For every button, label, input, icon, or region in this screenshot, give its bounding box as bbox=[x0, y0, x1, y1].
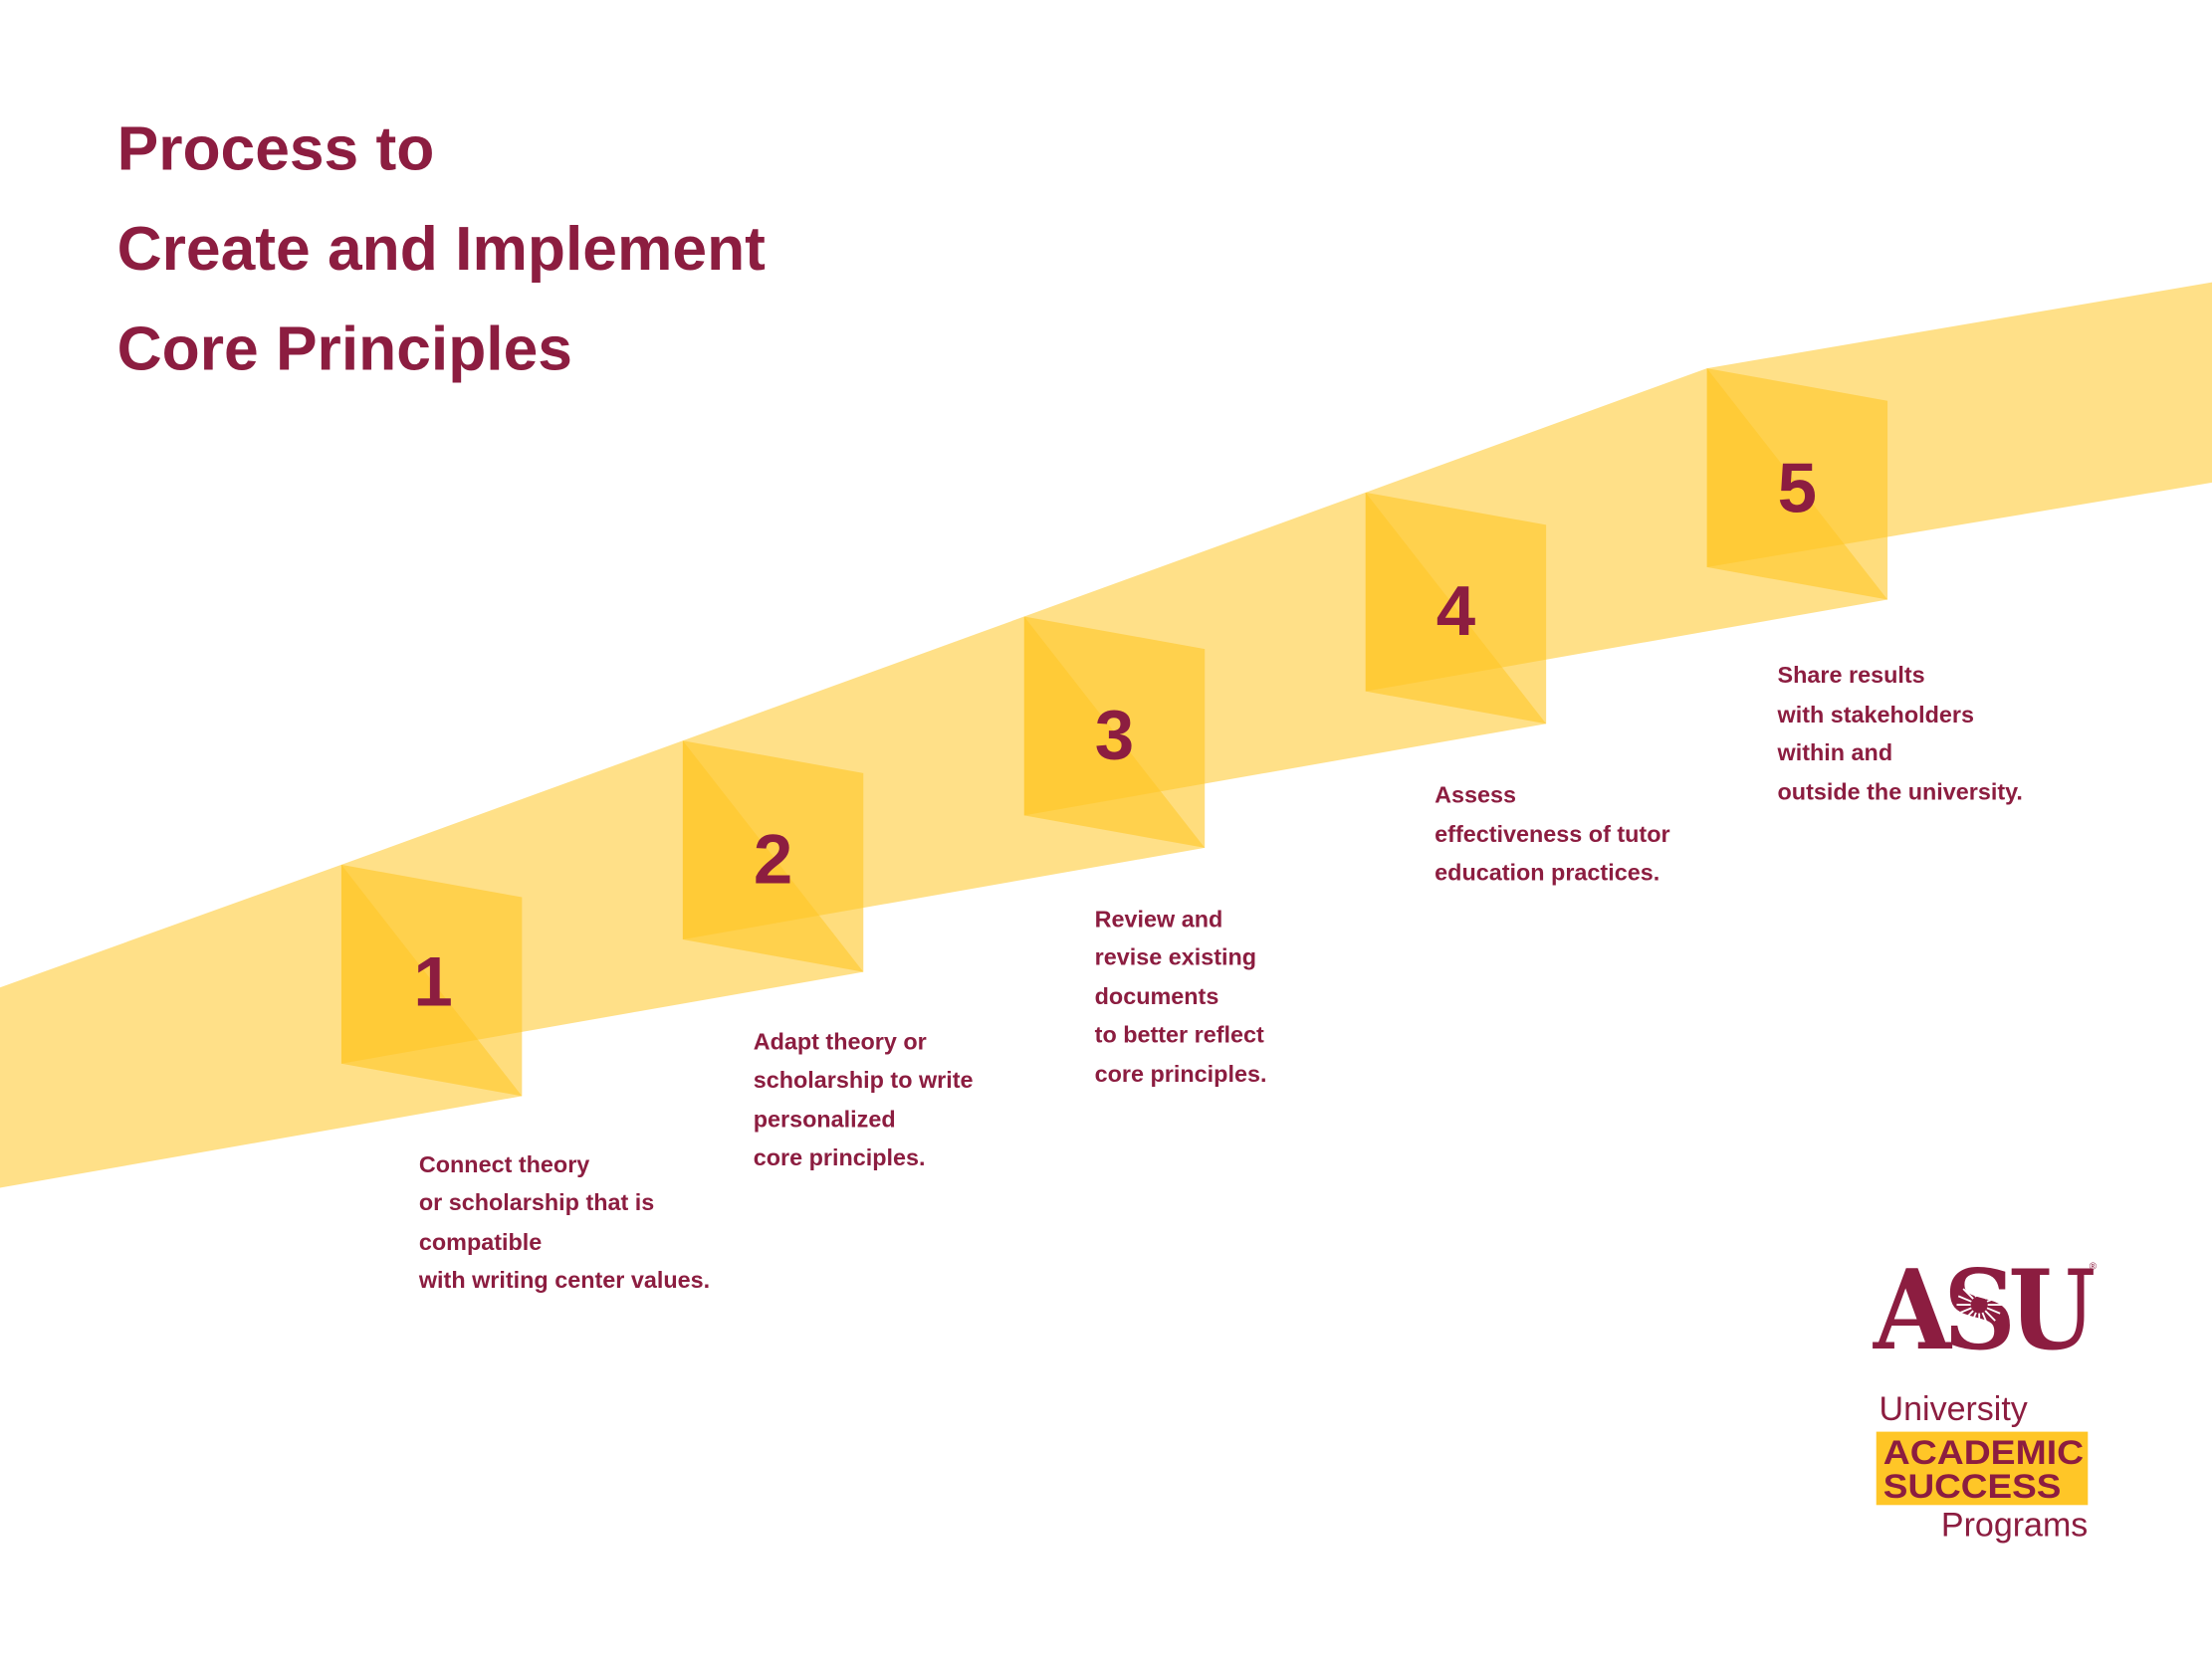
logo-university: University bbox=[1880, 1390, 2028, 1428]
step-3-line: documents bbox=[1095, 983, 1219, 1009]
sunburst-ray bbox=[1969, 1283, 1977, 1298]
step-5-line: outside the university. bbox=[1778, 779, 2023, 805]
logo-academic: ACADEMIC bbox=[1883, 1434, 2084, 1472]
step-2-line: Adapt theory or bbox=[754, 1029, 927, 1055]
step-box-2 bbox=[682, 740, 864, 972]
step-3-description: Review and revise existing documents to … bbox=[1095, 906, 1267, 1087]
sunburst-ray bbox=[1986, 1307, 2001, 1315]
step-1-line: or scholarship that is bbox=[419, 1189, 654, 1215]
step-5-line: Share results bbox=[1778, 662, 1925, 688]
sunburst-ray bbox=[1969, 1312, 1977, 1327]
asu-logo: ASU ® University ACADEMIC SUCCESS Progra… bbox=[1873, 1246, 2101, 1544]
title-line-2: Create and Implement bbox=[117, 215, 766, 284]
sunburst-ray bbox=[1981, 1283, 1989, 1298]
step-number-1: 1 bbox=[413, 943, 452, 1022]
sunburst-ray bbox=[1984, 1288, 1996, 1300]
step-5-description: Share results with stakeholders within a… bbox=[1777, 662, 2023, 805]
sunburst-icon bbox=[1956, 1282, 2002, 1328]
step-4-line: Assess bbox=[1435, 782, 1516, 808]
title-line-3: Core Principles bbox=[117, 315, 572, 384]
step-4-line: education practices. bbox=[1435, 860, 1659, 886]
step-4-line: effectiveness of tutor bbox=[1435, 821, 1669, 847]
step-1-line: Connect theory bbox=[419, 1151, 589, 1177]
step-box-3 bbox=[1023, 616, 1206, 848]
sunburst-ray bbox=[1962, 1288, 1974, 1300]
step-3-line: core principles. bbox=[1095, 1061, 1267, 1087]
step-3-line: to better reflect bbox=[1095, 1021, 1264, 1047]
page-title: Process to Create and Implement Core Pri… bbox=[117, 114, 766, 383]
step-2-line: scholarship to write bbox=[754, 1067, 974, 1093]
step-4-description: Assess effectiveness of tutor education … bbox=[1435, 782, 1669, 886]
step-number-4: 4 bbox=[1437, 572, 1476, 651]
step-numbers: 1 2 3 4 5 bbox=[413, 450, 1817, 1022]
step-3-line: revise existing bbox=[1095, 944, 1256, 970]
sunburst-ray bbox=[1986, 1295, 2001, 1303]
step-number-2: 2 bbox=[754, 820, 792, 899]
sunburst-ray bbox=[1962, 1310, 1974, 1322]
sunburst-ray bbox=[1957, 1295, 1972, 1303]
step-boxes bbox=[340, 368, 1888, 1097]
step-3-line: Review and bbox=[1095, 906, 1223, 932]
step-2-description: Adapt theory or scholarship to write per… bbox=[754, 1029, 974, 1170]
logo-gold-block bbox=[1876, 1431, 2089, 1506]
step-2-line: personalized bbox=[754, 1107, 896, 1133]
logo-success: SUCCESS bbox=[1883, 1468, 2062, 1506]
step-1-line: compatible bbox=[419, 1229, 542, 1255]
step-number-5: 5 bbox=[1778, 450, 1817, 528]
step-box-1 bbox=[340, 864, 523, 1097]
step-descriptions: Connect theory or scholarship that is co… bbox=[418, 662, 2023, 1293]
logo-programs: Programs bbox=[1941, 1506, 2088, 1544]
registered-mark: ® bbox=[2090, 1262, 2098, 1273]
step-box-4 bbox=[1365, 492, 1547, 725]
sunburst-ray bbox=[1981, 1312, 1989, 1327]
step-number-3: 3 bbox=[1095, 697, 1134, 775]
step-1-line: with writing center values. bbox=[418, 1267, 710, 1293]
step-2-line: core principles. bbox=[754, 1144, 926, 1170]
step-5-line: within and bbox=[1777, 739, 1893, 765]
title-line-1: Process to bbox=[117, 114, 435, 183]
sunburst-ray bbox=[1984, 1310, 1996, 1322]
step-1-description: Connect theory or scholarship that is co… bbox=[418, 1151, 710, 1293]
step-5-line: with stakeholders bbox=[1777, 702, 1974, 727]
sunburst-ray bbox=[1957, 1307, 1972, 1315]
asu-wordmark: ASU bbox=[1873, 1246, 2094, 1375]
step-box-5 bbox=[1706, 368, 1888, 600]
